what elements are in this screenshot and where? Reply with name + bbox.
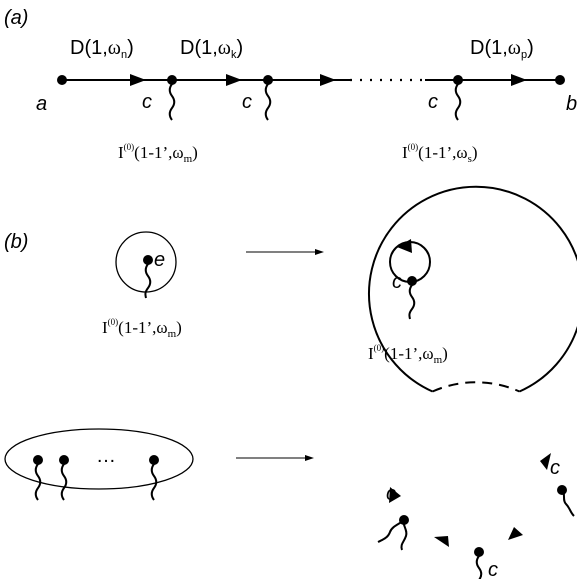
- arrow-icon: [320, 74, 336, 86]
- panel-b-tag: (b): [4, 231, 28, 253]
- vertex-c2-label: c: [242, 91, 252, 113]
- vertex-c1-label: c: [142, 91, 152, 113]
- arrow-icon: [434, 536, 449, 547]
- endpoint-a-label: a: [36, 93, 47, 115]
- vertex-c-right-label: c: [550, 457, 560, 479]
- propagator-label-2: D(1,ωk): [180, 37, 243, 61]
- propagator-label-1: D(1,ωn): [70, 37, 134, 61]
- interaction-label-right: I(0)(1-1’,ωm): [368, 343, 448, 366]
- arrow-icon: [315, 249, 324, 255]
- vertex-a: [57, 75, 67, 85]
- panel-a-tag: (a): [4, 7, 28, 29]
- vertex-c2: [263, 75, 273, 85]
- arrow-icon: [511, 74, 527, 86]
- propagator-label-3: D(1,ωp): [470, 37, 534, 61]
- vertex-c1: [167, 75, 177, 85]
- arrow-icon: [389, 487, 401, 503]
- vertex-c3: [453, 75, 463, 85]
- vertex-c3-label: c: [428, 91, 438, 113]
- vertex-dot: [149, 455, 159, 465]
- vertex-c-bottom: [474, 547, 484, 557]
- interaction-label-left: I(0)(1-1’,ωm): [102, 317, 182, 340]
- external-vertex-diagram: e: [115, 231, 177, 299]
- vertex-c-loop-label: c: [392, 271, 402, 293]
- arrow-icon: [305, 455, 314, 461]
- vertex-c-left-label: c: [386, 483, 396, 505]
- closed-loop-diagram: c: [389, 239, 431, 320]
- arrow-icon: [130, 74, 146, 86]
- arrow-icon: [397, 239, 412, 253]
- vertices-a: [57, 75, 565, 85]
- large-loop-diagram: c c c: [368, 185, 577, 579]
- interaction-label-m: I(0)(1-1’,ωm): [118, 142, 198, 165]
- arrow-icon: [508, 527, 523, 540]
- vertex-b: [555, 75, 565, 85]
- arrow-icon: [540, 453, 551, 470]
- vertex-dot: [33, 455, 43, 465]
- interaction-label-s: I(0)(1-1’,ωs): [402, 142, 478, 165]
- vertex-ensemble-diagram: …: [4, 428, 194, 501]
- vertex-c-loop: [407, 276, 417, 286]
- ellipsis: …: [96, 445, 116, 467]
- arrow-icon: [226, 74, 242, 86]
- wiggly-lines-a: [168, 83, 462, 121]
- vertex-e: [143, 255, 153, 265]
- endpoint-b-label: b: [566, 93, 577, 115]
- vertex-c-bottom-label: c: [488, 559, 498, 579]
- vertex-e-label: e: [154, 249, 165, 271]
- propagator-arrows: [130, 74, 527, 86]
- vertex-dot: [59, 455, 69, 465]
